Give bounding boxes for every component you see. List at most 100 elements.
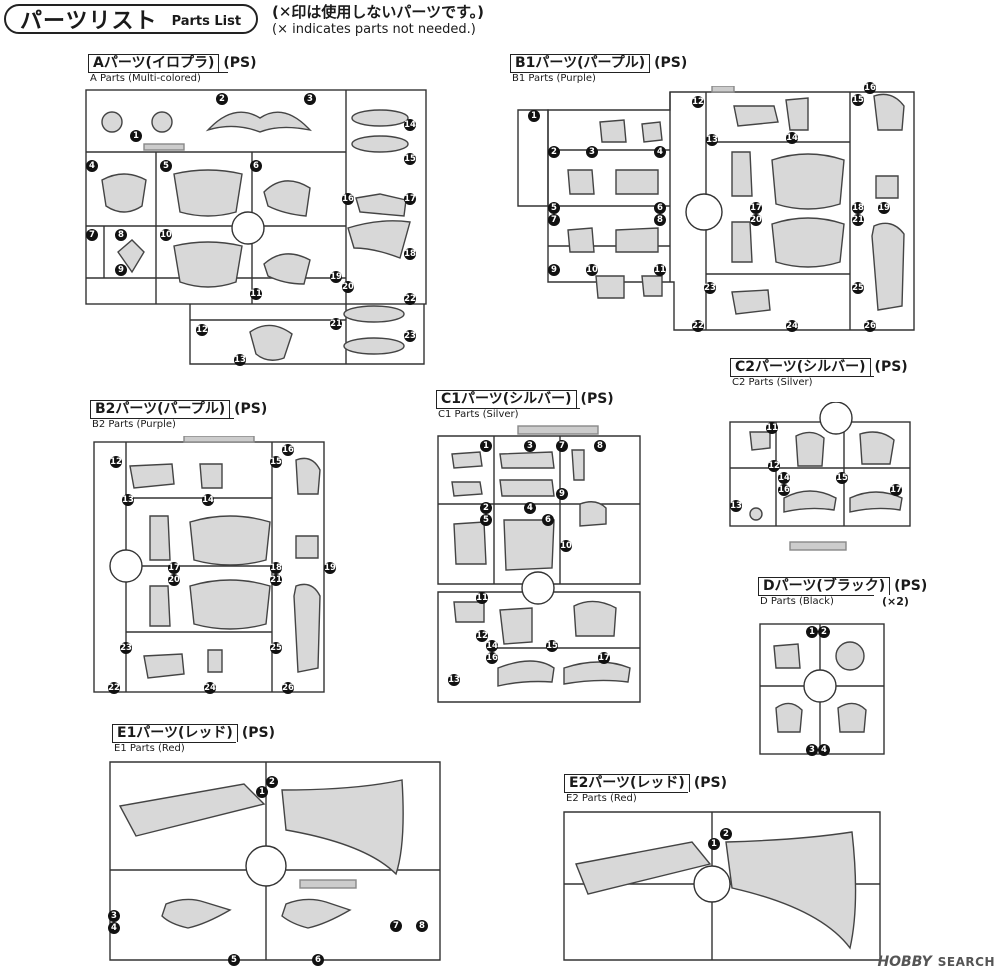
part-number-marker: 12 xyxy=(692,96,704,108)
part-number-marker: 14 xyxy=(404,119,416,131)
runner-e1-label: E1パーツ(レッド)(PS) E1 Parts (Red) xyxy=(112,722,275,755)
part-number-marker: 3 xyxy=(806,744,818,756)
part-number-marker: 5 xyxy=(480,514,492,526)
part-number-marker: 22 xyxy=(108,682,120,694)
part-number-marker: 1 xyxy=(480,440,492,452)
runner-c1-ps: (PS) xyxy=(580,391,614,407)
part-number-marker: 11 xyxy=(766,422,778,434)
runner-c1-title: C1パーツ(シルバー) xyxy=(436,390,577,408)
runner-b2-label: B2パーツ(パープル)(PS) B2 Parts (Purple) xyxy=(90,398,267,431)
part-number-marker: 26 xyxy=(282,682,294,694)
part-number-marker: 11 xyxy=(476,592,488,604)
part-number-marker: 1 xyxy=(528,110,540,122)
parts-list-header: パーツリスト Parts List xyxy=(4,4,258,34)
part-number-marker: 16 xyxy=(778,484,790,496)
part-number-marker: 16 xyxy=(342,193,354,205)
runner-b2-diagram xyxy=(90,436,330,698)
part-number-marker: 7 xyxy=(556,440,568,452)
runner-a-title: Aパーツ(イロプラ) xyxy=(88,54,220,72)
part-number-marker: 8 xyxy=(115,229,127,241)
runner-b1-title: B1パーツ(パープル) xyxy=(510,54,651,72)
part-number-marker: 19 xyxy=(330,271,342,283)
part-number-marker: 7 xyxy=(86,229,98,241)
part-number-marker: 1 xyxy=(130,130,142,142)
part-number-marker: 13 xyxy=(234,354,246,366)
part-number-marker: 8 xyxy=(594,440,606,452)
part-number-marker: 15 xyxy=(836,472,848,484)
runner-c1-label: C1パーツ(シルバー)(PS) C1 Parts (Silver) xyxy=(436,388,614,421)
part-number-marker: 23 xyxy=(120,642,132,654)
part-number-marker: 25 xyxy=(852,282,864,294)
part-number-marker: 12 xyxy=(768,460,780,472)
part-number-marker: 4 xyxy=(654,146,666,158)
runner-a-ps: (PS) xyxy=(223,55,257,71)
part-number-marker: 6 xyxy=(250,160,262,172)
part-number-marker: 21 xyxy=(330,318,342,330)
part-number-marker: 2 xyxy=(216,93,228,105)
part-number-marker: 23 xyxy=(404,330,416,342)
part-number-marker: 4 xyxy=(86,160,98,172)
part-number-marker: 5 xyxy=(548,202,560,214)
runner-c1-subtitle: C1 Parts (Silver) xyxy=(436,408,580,421)
runner-c2-title: C2パーツ(シルバー) xyxy=(730,358,871,376)
runner-b1-ps: (PS) xyxy=(654,55,688,71)
part-number-marker: 18 xyxy=(404,248,416,260)
part-number-marker: 14 xyxy=(778,472,790,484)
part-number-marker: 18 xyxy=(270,562,282,574)
part-number-marker: 22 xyxy=(692,320,704,332)
part-number-marker: 3 xyxy=(586,146,598,158)
runner-d-diagram xyxy=(756,620,890,758)
runner-d-title: Dパーツ(ブラック) xyxy=(758,577,891,595)
part-number-marker: 12 xyxy=(476,630,488,642)
part-number-marker: 7 xyxy=(390,920,402,932)
part-number-marker: 16 xyxy=(282,444,294,456)
part-number-marker: 9 xyxy=(548,264,560,276)
part-number-marker: 15 xyxy=(404,153,416,165)
part-number-marker: 2 xyxy=(818,626,830,638)
part-number-marker: 6 xyxy=(312,954,324,966)
part-number-marker: 15 xyxy=(270,456,282,468)
part-number-marker: 11 xyxy=(250,288,262,300)
part-number-marker: 10 xyxy=(560,540,572,552)
part-number-marker: 17 xyxy=(598,652,610,664)
runner-b1-subtitle: B1 Parts (Purple) xyxy=(510,72,650,85)
part-number-marker: 24 xyxy=(786,320,798,332)
part-number-marker: 25 xyxy=(270,642,282,654)
part-number-marker: 11 xyxy=(654,264,666,276)
runner-e2-subtitle: E2 Parts (Red) xyxy=(564,792,688,805)
runner-e2-label: E2パーツ(レッド)(PS) E2 Parts (Red) xyxy=(564,772,727,805)
part-number-marker: 2 xyxy=(480,502,492,514)
part-number-marker: 10 xyxy=(160,229,172,241)
note-en: (× indicates parts not needed.) xyxy=(272,22,476,37)
part-number-marker: 8 xyxy=(416,920,428,932)
part-number-marker: 24 xyxy=(204,682,216,694)
part-number-marker: 9 xyxy=(556,488,568,500)
part-number-marker: 1 xyxy=(806,626,818,638)
part-number-marker: 19 xyxy=(878,202,890,214)
part-number-marker: 4 xyxy=(524,502,536,514)
note-jp: (✕印は使用しないパーツです。) xyxy=(272,3,484,21)
part-number-marker: 7 xyxy=(548,214,560,226)
part-number-marker: 14 xyxy=(486,640,498,652)
part-number-marker: 6 xyxy=(654,202,666,214)
part-number-marker: 13 xyxy=(122,494,134,506)
runner-d-multiplier: (×2) xyxy=(882,595,909,608)
part-number-marker: 5 xyxy=(160,160,172,172)
runner-c2-label: C2パーツ(シルバー)(PS) C2 Parts (Silver) xyxy=(730,356,908,389)
part-number-marker: 14 xyxy=(202,494,214,506)
part-number-marker: 6 xyxy=(542,514,554,526)
part-number-marker: 1 xyxy=(708,838,720,850)
runner-b2-subtitle: B2 Parts (Purple) xyxy=(90,418,234,431)
runner-e1-subtitle: E1 Parts (Red) xyxy=(112,742,236,755)
part-number-marker: 17 xyxy=(404,193,416,205)
part-number-marker: 3 xyxy=(304,93,316,105)
page-title: パーツリスト xyxy=(20,9,158,34)
runner-d-subtitle: D Parts (Black) xyxy=(758,595,874,608)
runner-d-ps: (PS) xyxy=(894,578,928,594)
page-subtitle: Parts List xyxy=(171,13,242,29)
part-number-marker: 2 xyxy=(266,776,278,788)
runner-b2-ps: (PS) xyxy=(234,401,268,417)
runner-d-label: Dパーツ(ブラック)(PS) D Parts (Black) (×2) xyxy=(758,575,927,608)
runner-e1-diagram xyxy=(106,756,446,966)
part-number-marker: 21 xyxy=(852,214,864,226)
